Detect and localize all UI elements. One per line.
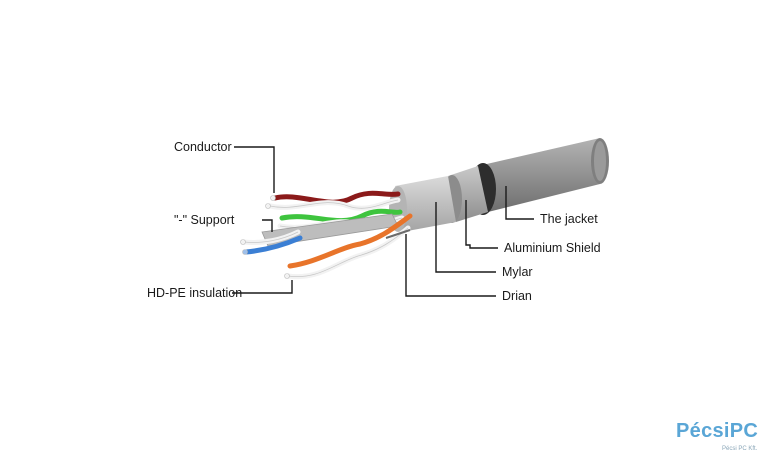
wire-blue <box>243 235 303 255</box>
label-drain-group: Drian <box>405 234 532 303</box>
label-drain: Drian <box>502 289 532 303</box>
wire-brown <box>272 190 401 205</box>
label-jacket: The jacket <box>540 212 598 226</box>
label-aluminium-shield: Aluminium Shield <box>504 241 601 255</box>
outer-jacket <box>478 138 609 212</box>
label-aluminium-shield-group: Aluminium Shield <box>465 200 601 255</box>
logo-text: PécsiPC <box>676 420 759 442</box>
label-support-group: "-" Support <box>174 213 273 232</box>
wire-orange <box>287 213 413 269</box>
label-insulation: HD-PE insulation <box>147 286 242 300</box>
logo-subtext: Pécsi PC Kft. <box>722 446 758 452</box>
wire-green <box>279 208 403 224</box>
twisted-pairs <box>240 190 413 280</box>
label-jacket-group: The jacket <box>505 186 598 226</box>
label-conductor-group: Conductor <box>174 140 275 193</box>
label-insulation-group: HD-PE insulation <box>147 280 293 300</box>
label-mylar: Mylar <box>502 265 533 279</box>
label-mylar-group: Mylar <box>435 202 533 279</box>
drain-wire <box>385 229 411 239</box>
label-support: "-" Support <box>174 213 235 227</box>
label-conductor: Conductor <box>174 140 232 154</box>
